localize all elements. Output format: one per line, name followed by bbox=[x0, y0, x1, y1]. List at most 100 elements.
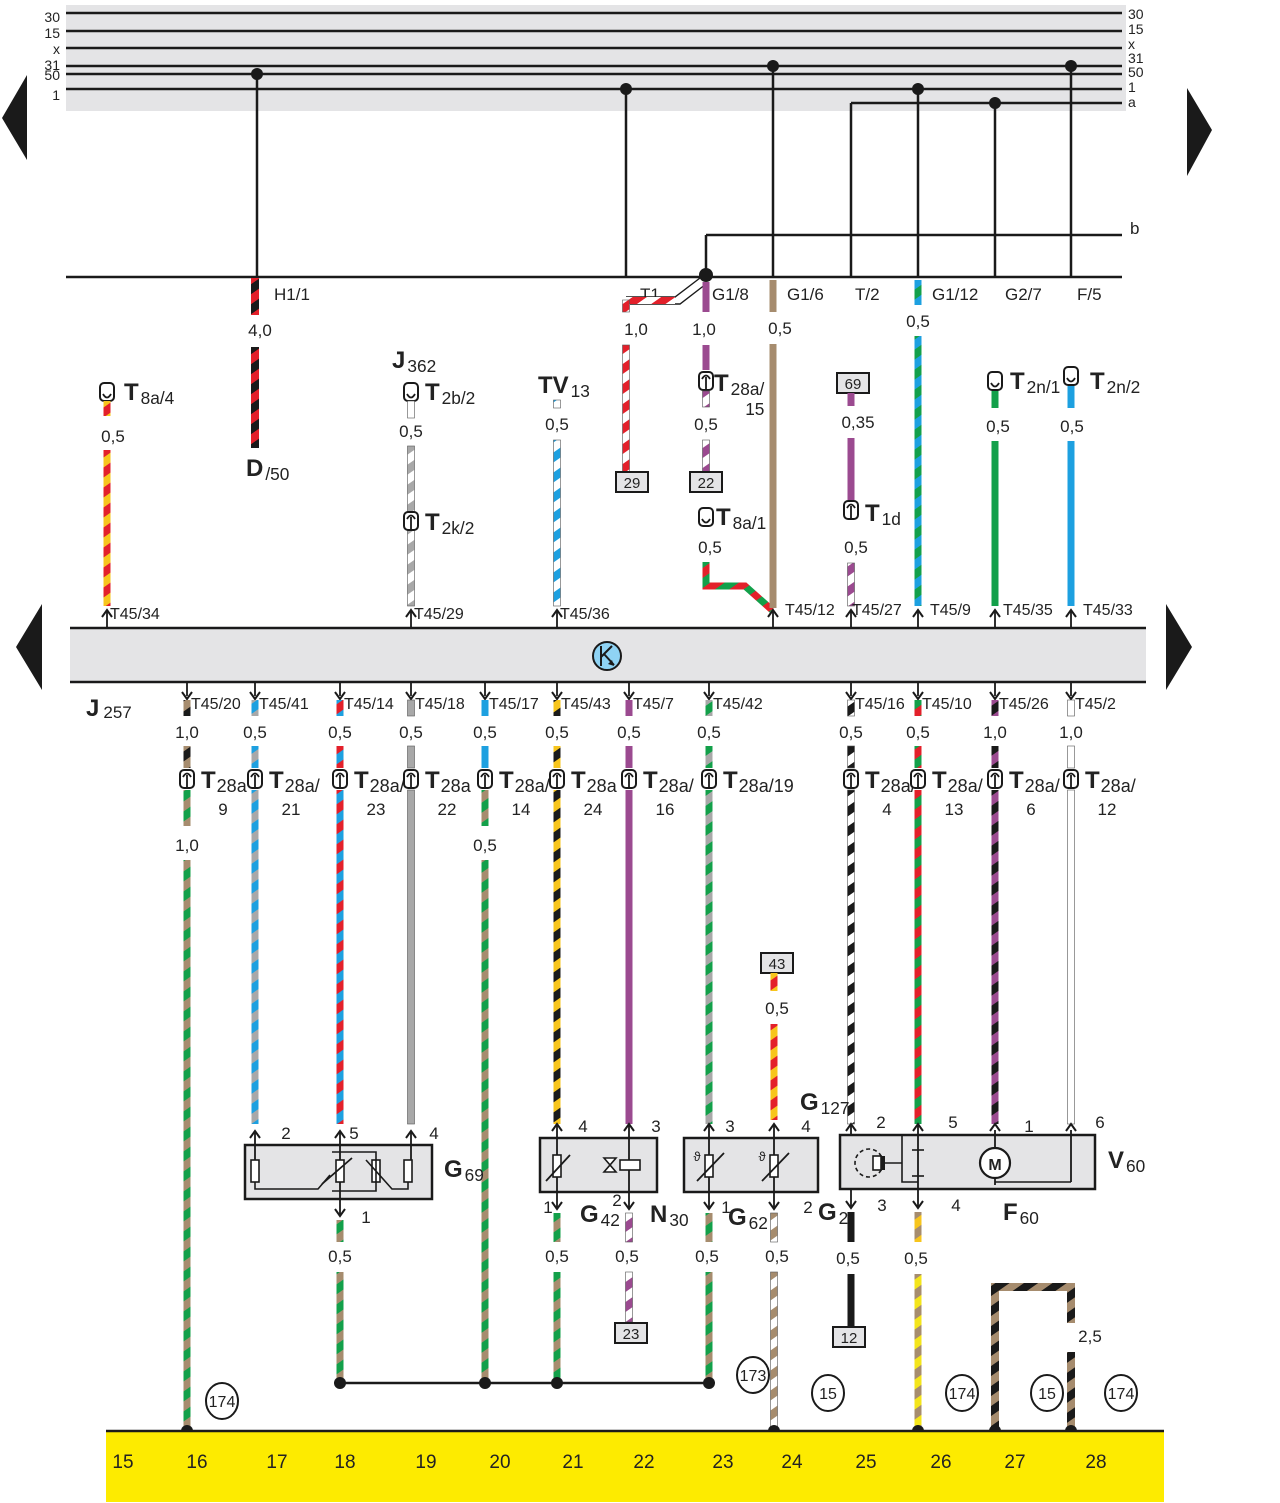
wire-segment bbox=[770, 973, 778, 991]
track-number: 25 bbox=[855, 1452, 876, 1473]
motor-label: M bbox=[988, 1157, 1001, 1174]
pin-arrow-icon bbox=[912, 691, 924, 701]
ground-reference-number: 174 bbox=[949, 1386, 976, 1403]
ground-loop-wire bbox=[991, 1283, 1075, 1430]
track-number: 27 bbox=[1004, 1452, 1025, 1473]
pin-arrow-icon bbox=[767, 608, 779, 618]
ground-reference-174[interactable]: 174 bbox=[1104, 1374, 1138, 1412]
wire-segment bbox=[103, 450, 111, 606]
connector-pin-number: 13 bbox=[945, 800, 964, 819]
bus-label-right: 15 bbox=[1128, 21, 1144, 37]
ground-reference-174[interactable]: 174 bbox=[945, 1374, 979, 1412]
ground-reference-number: 174 bbox=[1108, 1386, 1135, 1403]
ref-box-22[interactable]: 22 bbox=[689, 471, 723, 493]
pin-arrow-icon bbox=[334, 691, 346, 701]
connector-t28a-icon bbox=[1063, 769, 1079, 789]
wire-segment bbox=[336, 1272, 344, 1381]
ground-reference-15[interactable]: 15 bbox=[1030, 1374, 1064, 1412]
pin-arrow-icon bbox=[703, 691, 715, 701]
wire-segment bbox=[625, 1212, 633, 1243]
gauge-label: 0,5 bbox=[698, 538, 722, 557]
pin-arrow-icon bbox=[249, 1129, 261, 1139]
ground-reference-15[interactable]: 15 bbox=[811, 1374, 845, 1412]
connector-label-T-2: T/2 bbox=[855, 285, 880, 304]
wire-segment bbox=[183, 700, 191, 716]
wire-segment bbox=[991, 700, 999, 716]
gauge-label: 0,5 bbox=[473, 723, 497, 742]
conductor bbox=[545, 1154, 571, 1182]
ground-reference-174[interactable]: 174 bbox=[205, 1382, 239, 1420]
prev-page-arrow-icon[interactable] bbox=[2, 75, 27, 160]
pin-label: T45/29 bbox=[414, 606, 464, 623]
wire-segment bbox=[625, 790, 633, 1124]
ref-box-23[interactable]: 23 bbox=[614, 1322, 648, 1344]
wire-segment bbox=[1067, 699, 1075, 717]
wire-segment bbox=[625, 1271, 633, 1323]
wire-segment bbox=[914, 280, 922, 305]
wire-segment bbox=[1067, 745, 1075, 769]
track-number: 22 bbox=[633, 1452, 654, 1473]
connector-t28a-icon bbox=[332, 769, 348, 789]
wire-segment bbox=[183, 746, 191, 768]
pin-number: 1 bbox=[721, 1198, 730, 1217]
gauge-label: 0,5 bbox=[545, 415, 569, 434]
pin-label: T45/17 bbox=[489, 696, 539, 713]
pin-number: 5 bbox=[349, 1124, 358, 1143]
temperature-symbol-icon: ϑ bbox=[693, 1149, 701, 1164]
connector-t28a-label: T28a/ bbox=[932, 767, 983, 796]
pin-number: 1 bbox=[543, 1198, 552, 1217]
wire-segment bbox=[407, 400, 415, 419]
pin-label: T45/2 bbox=[1075, 696, 1116, 713]
junction-dot bbox=[479, 1377, 491, 1389]
wire-segment bbox=[847, 438, 855, 500]
pin-arrow-icon bbox=[1065, 608, 1077, 618]
wire-segment bbox=[991, 746, 999, 768]
gauge-label: 0,5 bbox=[328, 723, 352, 742]
wire-segment bbox=[481, 860, 489, 1383]
bus-label-right: a bbox=[1128, 94, 1136, 110]
gauge-label: 0,5 bbox=[986, 417, 1010, 436]
gauge-label: 0,5 bbox=[473, 836, 497, 855]
ref-box-12[interactable]: 12 bbox=[832, 1326, 866, 1348]
reference-number: 23 bbox=[623, 1326, 640, 1343]
gauge-label: 0,5 bbox=[615, 1247, 639, 1266]
pin-arrow-icon bbox=[101, 608, 113, 618]
connector-t28a-label: T28a bbox=[425, 767, 472, 796]
wire-segment bbox=[251, 700, 259, 716]
ref-box-29[interactable]: 29 bbox=[615, 471, 649, 493]
pin-arrow-icon bbox=[405, 1129, 417, 1139]
connector-label-H1-1: H1/1 bbox=[274, 285, 310, 304]
connector-t28a-icon bbox=[987, 769, 1003, 789]
connector-t28a-icon bbox=[910, 769, 926, 789]
track-number: 19 bbox=[415, 1452, 436, 1473]
pin-arrow-icon bbox=[623, 691, 635, 701]
gauge-label: 0,5 bbox=[694, 415, 718, 434]
wire-segment bbox=[481, 746, 489, 768]
ground-reference-173[interactable]: 173 bbox=[736, 1356, 770, 1394]
bus-label-right: 50 bbox=[1128, 64, 1144, 80]
connector-t28a-icon bbox=[843, 769, 859, 789]
connector-pin-number: 4 bbox=[882, 800, 891, 819]
wire-segment bbox=[705, 700, 713, 716]
ground-reference-number: 173 bbox=[740, 1368, 767, 1385]
wire-segment bbox=[914, 700, 922, 716]
prev-section-arrow-icon[interactable] bbox=[16, 604, 42, 690]
connector-t28a-label: T28a/ bbox=[269, 767, 320, 796]
temperature-symbol-icon: ϑ bbox=[758, 1149, 766, 1164]
gauge-label: 0,5 bbox=[243, 723, 267, 742]
next-section-arrow-icon[interactable] bbox=[1166, 604, 1192, 690]
ref-box-43[interactable]: 43 bbox=[760, 952, 794, 974]
ref-box-69[interactable]: 69 bbox=[836, 372, 870, 394]
next-page-arrow-icon[interactable] bbox=[1187, 88, 1212, 176]
connector-t2b2-icon bbox=[403, 382, 419, 402]
connector-label-G1-12: G1/12 bbox=[932, 285, 978, 304]
pin-arrow-icon bbox=[768, 1122, 780, 1132]
